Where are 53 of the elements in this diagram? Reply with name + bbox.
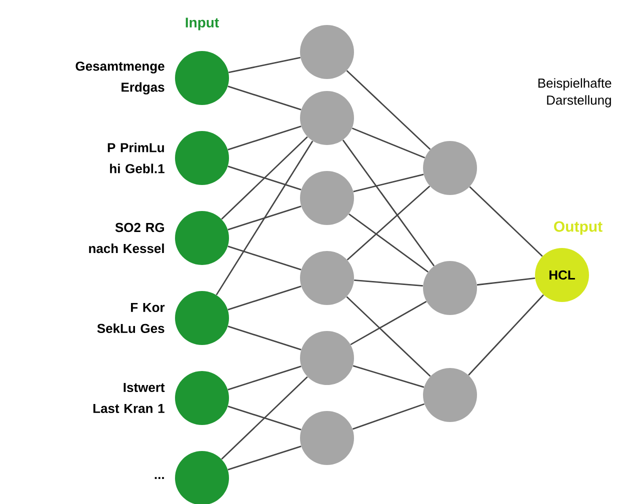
note-text: Beispielhafte Darstellung: [538, 78, 612, 108]
connection-line: [228, 86, 302, 110]
input-node: [175, 451, 229, 504]
input-node: [175, 371, 229, 425]
connection-line: [346, 70, 431, 150]
input-label: SO2 RG nach Kessel: [89, 222, 164, 254]
connection-line: [228, 286, 302, 310]
hidden-node: [300, 91, 354, 145]
connection-line: [228, 166, 302, 190]
hidden-node: [423, 141, 477, 195]
hidden-node: [300, 331, 354, 385]
connection-line: [228, 326, 302, 350]
input-node: [175, 211, 229, 265]
input-node: [175, 291, 229, 345]
input-node: [175, 51, 229, 105]
connection-line: [352, 128, 426, 158]
input-label: P PrimLu hi Gebl.1: [108, 142, 164, 174]
connection-line: [228, 126, 302, 150]
hidden-node: [423, 368, 477, 422]
input-label: Istwert Last Kran 1: [93, 382, 165, 414]
input-label: Gesamtmenge Erdgas: [76, 62, 164, 94]
connection-line: [346, 296, 431, 377]
connection-line: [228, 406, 302, 430]
connection-line: [228, 446, 302, 470]
connection-line: [342, 140, 435, 266]
connection-line: [468, 294, 544, 376]
connection-line: [476, 277, 536, 286]
hidden-node: [300, 171, 354, 225]
output-heading: Output: [554, 221, 602, 235]
connection-line: [469, 186, 543, 257]
connection-line: [352, 403, 425, 430]
input-heading: Input: [186, 18, 219, 30]
connection-line: [352, 365, 424, 388]
input-label: F Kor SekLu Ges: [97, 302, 165, 334]
connection-line: [354, 280, 423, 286]
connection-line: [228, 56, 301, 74]
output-node: HCL: [535, 248, 589, 302]
connection-line: [221, 376, 308, 460]
connection-line: [346, 186, 430, 260]
hidden-node: [300, 251, 354, 305]
hidden-node: [423, 261, 477, 315]
connection-line: [216, 140, 314, 296]
connection-line: [221, 136, 308, 220]
connection-line: [228, 366, 302, 390]
connection-line: [228, 246, 302, 270]
hidden-node: [300, 25, 354, 79]
input-node: [175, 131, 229, 185]
hidden-node: [300, 411, 354, 465]
input-label: ...: [154, 477, 164, 479]
connection-line: [353, 174, 424, 192]
connection-line: [350, 300, 427, 346]
connection-line: [348, 214, 428, 272]
connection-line: [228, 206, 302, 230]
